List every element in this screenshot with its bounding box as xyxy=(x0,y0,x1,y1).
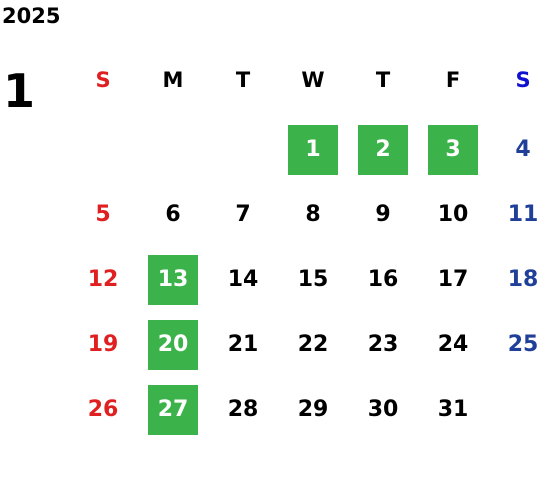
calendar-day-highlighted[interactable]: 3 xyxy=(428,125,478,175)
calendar-day[interactable]: 11 xyxy=(507,202,539,227)
weekday-header: F xyxy=(445,68,461,92)
year-label: 2025 xyxy=(2,4,61,28)
calendar-day[interactable]: 12 xyxy=(87,267,119,292)
calendar-day[interactable]: 28 xyxy=(227,397,259,422)
calendar-day-highlighted[interactable]: 13 xyxy=(148,255,198,305)
calendar-day[interactable]: 10 xyxy=(437,202,469,227)
calendar-day[interactable]: 23 xyxy=(367,332,399,357)
calendar-day[interactable]: 14 xyxy=(227,267,259,292)
calendar-day[interactable]: 4 xyxy=(515,137,531,162)
calendar-day[interactable]: 21 xyxy=(227,332,259,357)
calendar-day[interactable]: 26 xyxy=(87,397,119,422)
calendar-day[interactable]: 18 xyxy=(507,267,539,292)
calendar-day[interactable]: 29 xyxy=(297,397,329,422)
calendar-day[interactable]: 31 xyxy=(437,397,469,422)
calendar-day[interactable]: 16 xyxy=(367,267,399,292)
calendar-day[interactable]: 9 xyxy=(375,202,391,227)
calendar-day[interactable]: 17 xyxy=(437,267,469,292)
weekday-header: W xyxy=(301,68,325,92)
calendar-day-highlighted[interactable]: 1 xyxy=(288,125,338,175)
calendar-day[interactable]: 30 xyxy=(367,397,399,422)
calendar-day[interactable]: 5 xyxy=(95,202,111,227)
calendar-day[interactable]: 24 xyxy=(437,332,469,357)
calendar-day[interactable]: 6 xyxy=(165,202,181,227)
calendar-day-highlighted[interactable]: 2 xyxy=(358,125,408,175)
calendar-day[interactable]: 7 xyxy=(235,202,251,227)
month-number: 1 xyxy=(3,64,36,118)
calendar-day[interactable]: 25 xyxy=(507,332,539,357)
calendar-day[interactable]: 19 xyxy=(87,332,119,357)
calendar-day[interactable]: 8 xyxy=(305,202,321,227)
calendar-day[interactable]: 22 xyxy=(297,332,329,357)
weekday-header: T xyxy=(375,68,391,92)
weekday-header: S xyxy=(95,68,111,92)
weekday-header: M xyxy=(162,68,184,92)
calendar-day[interactable]: 15 xyxy=(297,267,329,292)
weekday-header: T xyxy=(235,68,251,92)
calendar-day-highlighted[interactable]: 27 xyxy=(148,385,198,435)
weekday-header: S xyxy=(515,68,531,92)
calendar-day-highlighted[interactable]: 20 xyxy=(148,320,198,370)
